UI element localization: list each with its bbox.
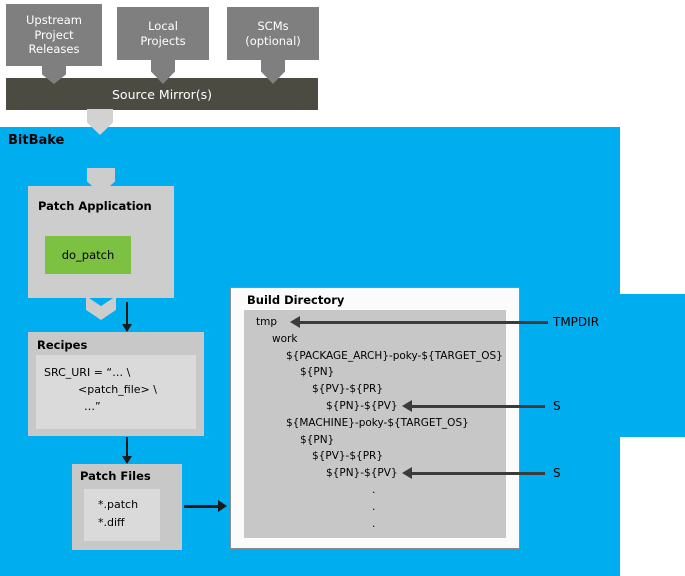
upstream-project-releases-label: Upstream Project Releases [25,12,83,57]
build-directory-tree: tmp work ${PACKAGE_ARCH}-poky-${TARGET_O… [244,310,506,538]
build-dir-tree-row: ${PN}-${PV} [326,399,398,412]
arrow-recipes-to-patchfiles-head [122,456,132,464]
patch-application-title: Patch Application [38,199,152,213]
recipes-src-uri-box: SRC_URI = “… \ <patch_file> \ …” [36,355,196,429]
build-dir-tree-row: ${MACHINE}-poky-${TARGET_OS} [286,416,469,429]
patch-files-list-box: *.patch *.diff [84,489,160,541]
scms-label: SCMs (optional) [245,18,301,48]
arrow-patchapp-to-recipes-head [122,324,132,332]
build-dir-tree-row: ${PN} [300,366,335,379]
arrow-s1-head [402,400,412,412]
build-dir-tree-row: . [372,500,376,513]
src-uri-line: …” [84,400,101,413]
build-dir-tree-row: . [372,483,376,496]
build-dir-tree-row: ${PV}-${PR} [312,450,384,463]
arrow-upstream-to-mirror-icon [42,64,66,84]
build-dir-tree-row: ${PN} [300,433,335,446]
arrow-tmpdir-line [300,321,548,324]
build-dir-tree-row: ${PACKAGE_ARCH}-poky-${TARGET_OS} [286,349,503,362]
src-uri-line: <patch_file> \ [78,383,157,396]
scms-box: SCMs (optional) [227,7,319,60]
build-directory-title: Build Directory [247,293,345,307]
recipes-title: Recipes [37,338,88,352]
arrow-s2-head [402,467,412,479]
s2-label: S [553,466,561,480]
bitbake-title: BitBake [8,133,65,148]
src-uri-line: SRC_URI = “… \ [44,366,131,379]
build-dir-tree-row: ${PV}-${PR} [312,383,384,396]
local-projects-label: Local Projects [140,18,186,48]
build-dir-tree-row: ${PN}-${PV} [326,467,398,480]
upstream-project-releases-box: Upstream Project Releases [6,4,102,66]
arrow-patchfiles-to-builddir-head [218,500,227,512]
do-patch-task-box: do_patch [45,236,131,274]
arrow-recipes-to-patchfiles-line [126,437,128,456]
source-mirror-label: Source Mirror(s) [112,86,212,102]
tmpdir-label: TMPDIR [553,315,600,329]
patch-files-title: Patch Files [80,469,151,483]
do-patch-label: do_patch [61,248,115,262]
source-mirror-bar: Source Mirror(s) [6,78,318,110]
arrow-s1-line [412,405,545,408]
arrow-patchfiles-to-builddir-line [184,505,218,508]
arrow-s2-line [412,472,545,475]
build-dir-tree-row: tmp [256,316,278,328]
patch-file-type: *.diff [98,516,125,529]
s1-label: S [553,399,561,413]
build-dir-tree-row: . [372,517,376,530]
patch-file-type: *.patch [98,498,139,511]
bitbake-region-tab [620,294,685,437]
build-dir-tree-row: work [272,332,298,345]
arrow-tmpdir-head [290,316,300,328]
local-projects-box: Local Projects [117,7,209,60]
arrow-patchapp-to-recipes-line [126,302,128,324]
